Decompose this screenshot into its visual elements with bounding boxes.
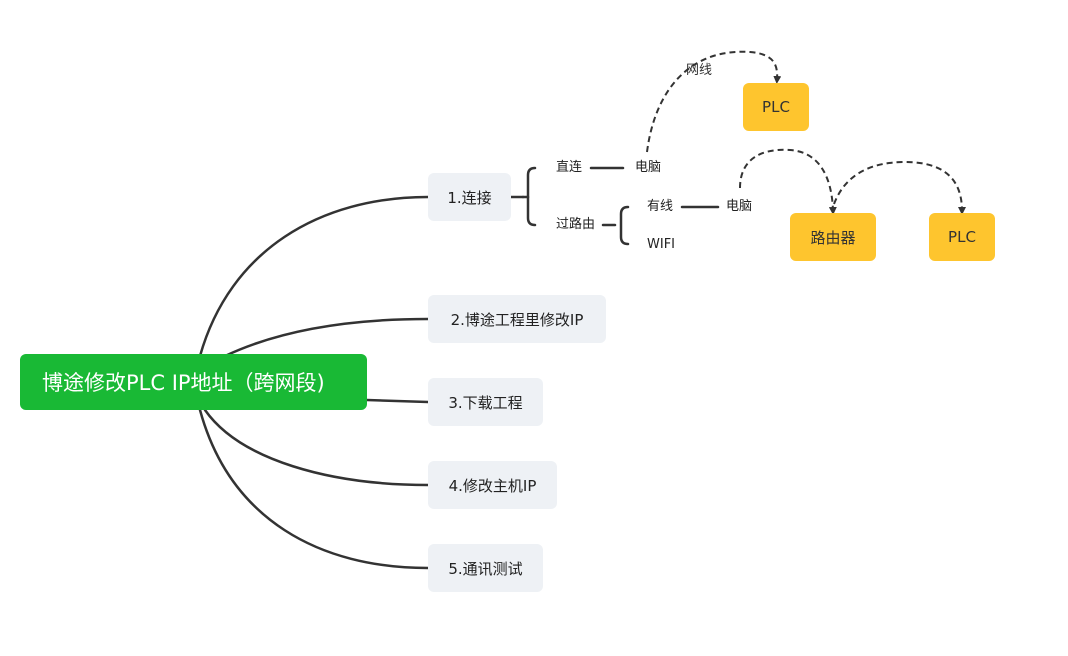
edge-root-branch-5 [198, 408, 430, 570]
edge-router-bracket [619, 205, 630, 246]
root-node[interactable]: 博途修改PLC IP地址（跨网段) [20, 354, 367, 410]
device-router[interactable]: 路由器 [790, 213, 876, 261]
edge-root-branch-4 [203, 408, 430, 487]
leaf-direct-pc[interactable]: 电脑 [635, 160, 662, 175]
device-plc-top[interactable]: PLC [743, 83, 809, 131]
leaf-wired[interactable]: 有线 [647, 199, 674, 214]
leaf-wired-pc[interactable]: 电脑 [726, 199, 753, 214]
cable-label: 网线 [686, 63, 713, 78]
leaf-via-router[interactable]: 过路由 [556, 217, 596, 232]
device-plc-right[interactable]: PLC [929, 213, 995, 261]
branch-download-project[interactable]: 3.下载工程 [428, 378, 543, 426]
dashed-router-to-plc [833, 160, 966, 215]
branch-connection[interactable]: 1.连接 [428, 173, 511, 221]
branch-modify-ip-in-project[interactable]: 2.博途工程里修改IP [428, 295, 606, 343]
edge-root-branch-1 [198, 195, 430, 358]
edge-root-branch-2 [223, 317, 430, 358]
dashed-pc-to-router [739, 148, 837, 215]
branch-modify-host-ip[interactable]: 4.修改主机IP [428, 461, 557, 509]
dashed-cable-to-plc [646, 50, 782, 153]
leaf-direct[interactable]: 直连 [556, 160, 583, 175]
branch-communication-test[interactable]: 5.通讯测试 [428, 544, 543, 592]
edge-root-branch-3 [365, 398, 430, 404]
leaf-wifi[interactable]: WIFI [647, 237, 675, 252]
